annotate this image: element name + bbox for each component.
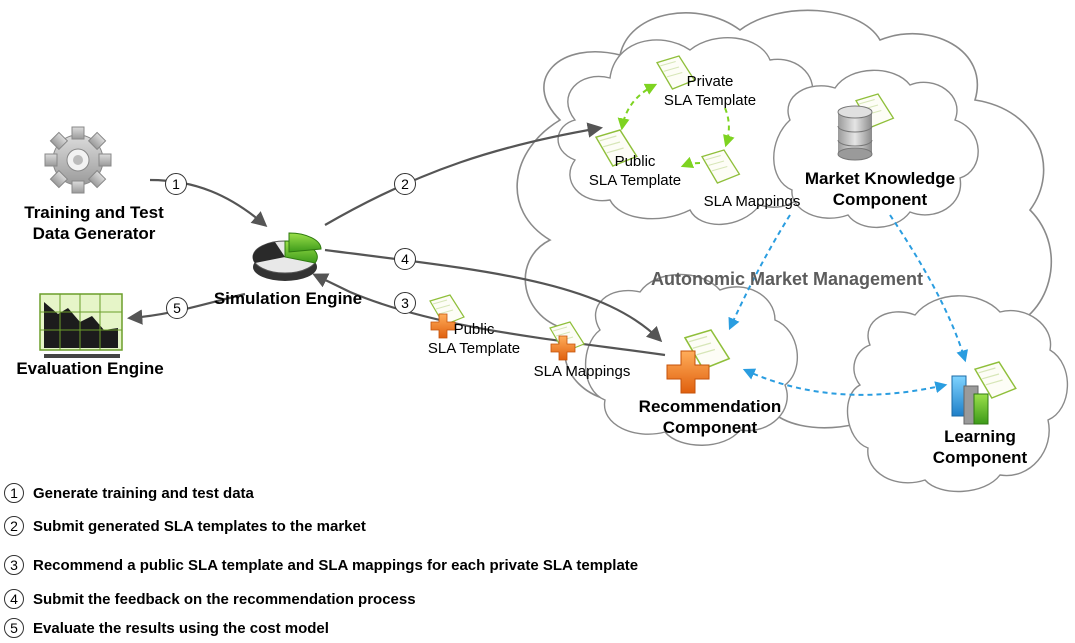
arrow-step-4 [324, 248, 663, 343]
legend-number: 3 [4, 555, 24, 575]
step-badge-5: 5 [166, 297, 188, 319]
plus-icon-small-2 [550, 335, 576, 361]
step-badge-3: 3 [394, 292, 416, 314]
public-template-bottom-label: Public SLA Template [427, 321, 521, 357]
evaluation-label: Evaluation Engine [16, 359, 164, 378]
knowledge-cloud [773, 69, 979, 229]
legend-item-2: 2 Submit generated SLA templates to the … [4, 515, 366, 537]
recommendation-label: Recommendation Component [638, 397, 782, 437]
legend-text: Evaluate the results using the cost mode… [33, 619, 329, 637]
arrow-step-2 [324, 122, 604, 226]
dark-arrows [126, 122, 666, 357]
learning-label: Learning Component [932, 427, 1028, 467]
plus-icon-large [666, 350, 710, 394]
legend-number: 4 [4, 589, 24, 609]
legend-item-4: 4 Submit the feedback on the recommendat… [4, 588, 416, 610]
generator-label: Training and Test Data Generator [24, 203, 164, 243]
autonomic-title: Autonomic Market Management [651, 269, 924, 289]
blue-arrows [728, 214, 968, 396]
legend-item-5: 5 Evaluate the results using the cost mo… [4, 617, 329, 639]
legend-number: 2 [4, 516, 24, 536]
plus-icon-small-1 [430, 313, 456, 339]
bar-chart-icon [951, 375, 989, 425]
database-icon [837, 93, 895, 161]
sla-mappings-bottom-label: SLA Mappings [533, 363, 631, 380]
step-badge-1: 1 [165, 173, 187, 195]
stock-chart-icon [39, 293, 123, 358]
arrow-step-1 [149, 178, 268, 228]
gear-icon [44, 126, 112, 194]
legend-number: 1 [4, 483, 24, 503]
pie-chart-icon [252, 232, 322, 281]
market-knowledge-label: Market Knowledge Component [804, 169, 956, 209]
legend-item-1: 1 Generate training and test data [4, 482, 254, 504]
legend-text: Generate training and test data [33, 484, 254, 502]
legend-number: 5 [4, 618, 24, 638]
public-template-top-label: Public SLA Template [588, 153, 682, 189]
arrow-step-3 [312, 273, 666, 357]
simulation-label: Simulation Engine [213, 289, 363, 308]
legend-text: Recommend a public SLA template and SLA … [33, 556, 639, 574]
private-template-label: Private SLA Template [663, 73, 757, 109]
green-arrows [617, 83, 735, 169]
legend-item-3: 3 Recommend a public SLA template and SL… [4, 554, 638, 576]
legend-text: Submit the feedback on the recommendatio… [33, 590, 416, 608]
step-badge-2: 2 [394, 173, 416, 195]
sla-mappings-top-label: SLA Mappings [703, 193, 801, 210]
step-badge-4: 4 [394, 248, 416, 270]
legend-text: Submit generated SLA templates to the ma… [33, 517, 366, 535]
